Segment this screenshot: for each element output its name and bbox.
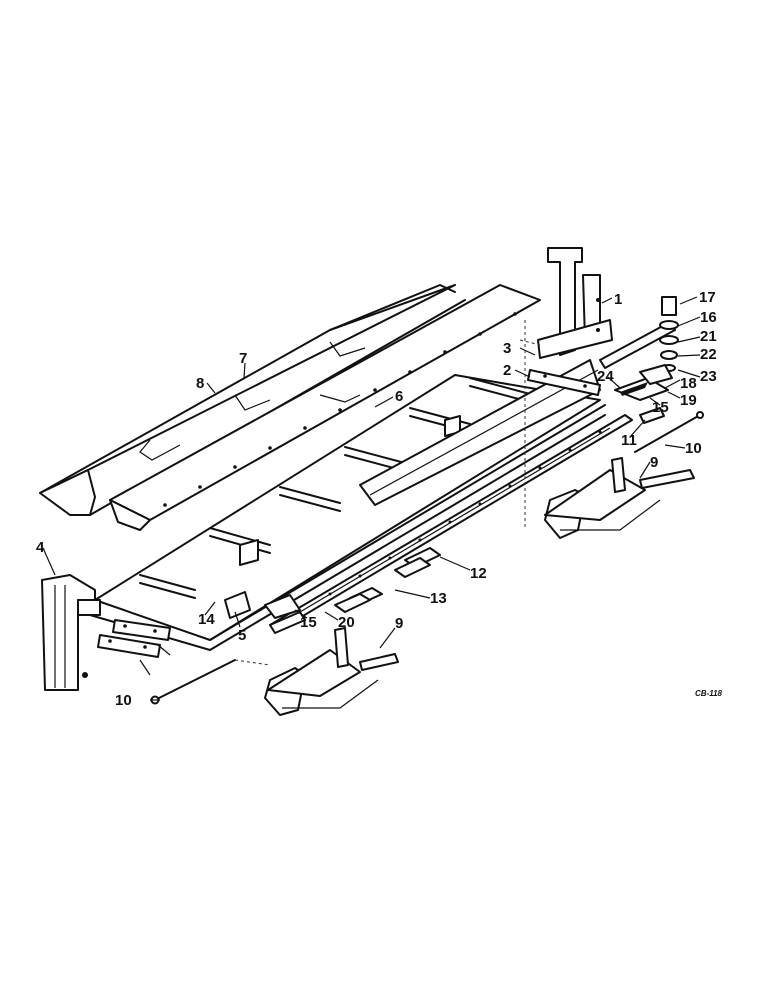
callout-5: 5: [238, 627, 246, 644]
callout-24: 24: [597, 368, 614, 385]
callout-10-right: 10: [685, 440, 702, 457]
callout-7: 7: [239, 350, 247, 367]
callout-10-left: 10: [115, 692, 132, 709]
floor-panel: [109, 284, 541, 531]
left-end-bracket: [41, 574, 101, 691]
callout-20: 20: [338, 614, 355, 631]
callout-23: 23: [700, 368, 717, 385]
left-plates: [97, 619, 171, 658]
callout-21: 21: [700, 328, 717, 345]
right-drive-assembly: [599, 296, 679, 401]
callout-18: 18: [680, 375, 697, 392]
floor-panel-holes: [163, 312, 517, 507]
callout-17: 17: [699, 289, 716, 306]
callout-15-left: 15: [300, 614, 317, 631]
callout-3: 3: [503, 340, 511, 357]
callout-labels: 1 2 3 4 5 6 7 8 9 9 10 10 11 12 13 14 15…: [36, 289, 717, 709]
callout-9-left: 9: [395, 615, 403, 632]
callout-22: 22: [700, 346, 717, 363]
callout-1: 1: [614, 291, 622, 308]
left-rod: [150, 659, 271, 705]
callout-14: 14: [198, 611, 215, 628]
cutter-bar-holes: [328, 430, 602, 596]
callout-6: 6: [395, 388, 403, 405]
callout-13: 13: [430, 590, 447, 607]
callout-16: 16: [700, 309, 717, 326]
left-shoe: [264, 627, 399, 716]
small-brackets: [224, 591, 306, 634]
drawing-code: CB-118: [695, 689, 723, 698]
callout-9-right: 9: [650, 454, 658, 471]
callout-12: 12: [470, 565, 487, 582]
right-rod: [634, 407, 704, 453]
cover-panel-strip: [39, 284, 466, 516]
right-post: [519, 247, 613, 530]
callout-4: 4: [36, 539, 45, 556]
right-shoe: [544, 457, 695, 539]
leader-lines: [42, 296, 701, 701]
callout-19: 19: [680, 392, 697, 409]
callout-15-right: 15: [652, 399, 669, 416]
callout-11: 11: [621, 432, 637, 449]
callout-2: 2: [503, 362, 511, 379]
callout-8: 8: [196, 375, 204, 392]
knife-guards: [334, 547, 441, 613]
